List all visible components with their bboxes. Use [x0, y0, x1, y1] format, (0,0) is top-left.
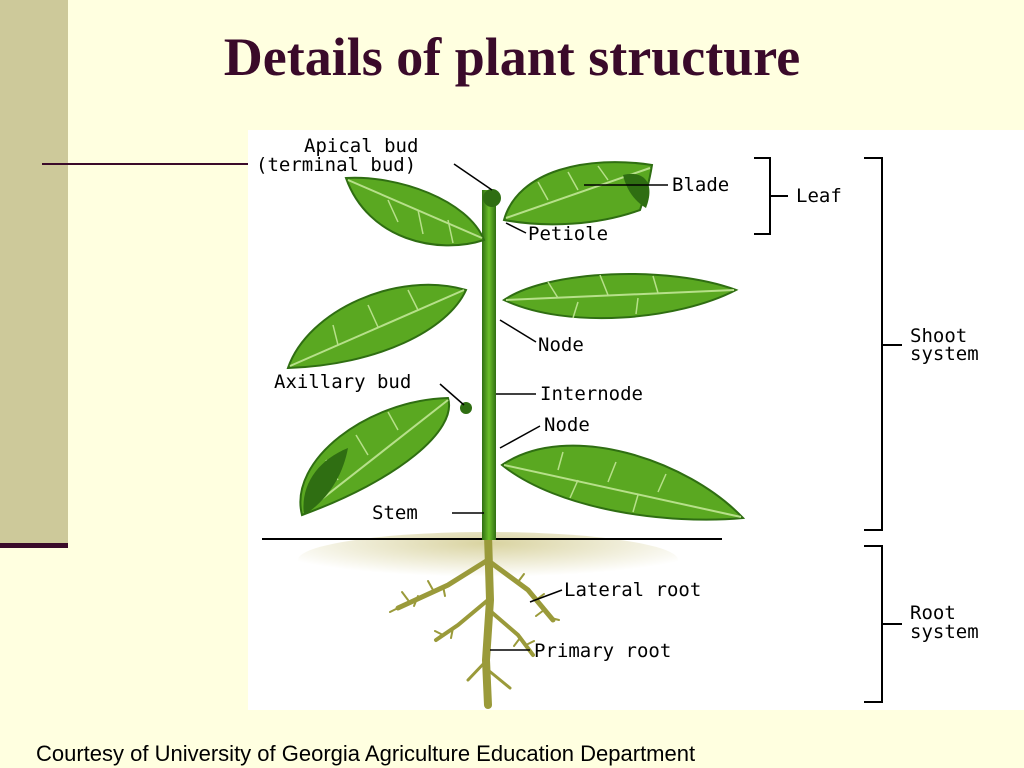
- label-node-lower: Node: [544, 414, 590, 436]
- root-system: [389, 531, 560, 709]
- credit-line: Courtesy of University of Georgia Agricu…: [36, 741, 696, 766]
- label-stem: Stem: [372, 502, 418, 524]
- label-primary-root: Primary root: [534, 640, 671, 662]
- root-system-bracket: [864, 545, 883, 703]
- leaf-top-right: [502, 161, 654, 226]
- label-blade: Blade: [672, 174, 729, 196]
- apical-bud-shape: [483, 189, 501, 207]
- label-shoot-system-line2: system: [910, 343, 979, 365]
- side-accent-rule: [0, 543, 68, 548]
- stem-shape: [482, 190, 496, 540]
- leaf-top-left: [344, 176, 486, 247]
- slide-title: Details of plant structure: [223, 27, 801, 87]
- label-axillary-bud: Axillary bud: [274, 371, 411, 393]
- label-root-system-line2: system: [910, 621, 979, 643]
- brackets: [754, 157, 902, 703]
- leader-lines: [439, 163, 668, 651]
- leaf-bracket: [754, 157, 771, 235]
- diagram-labels: Apical bud (terminal bud) Blade Leaf Pet…: [256, 135, 979, 662]
- leaf-middle-left: [286, 283, 468, 370]
- label-petiole: Petiole: [528, 223, 608, 245]
- label-root-system-line1: Root: [910, 602, 956, 624]
- label-apical-bud-line2: (terminal bud): [256, 154, 416, 176]
- plant-diagram-svg: Apical bud (terminal bud) Blade Leaf Pet…: [256, 135, 979, 709]
- leaves: [286, 161, 746, 521]
- leaf-lower-left: [299, 396, 451, 517]
- label-apical-bud-line1: Apical bud: [304, 135, 418, 157]
- label-shoot-system-line1: Shoot: [910, 325, 967, 347]
- side-accent-bar: [0, 0, 68, 545]
- label-leaf: Leaf: [796, 185, 842, 207]
- label-node-upper: Node: [538, 334, 584, 356]
- shoot-system-bracket: [864, 157, 883, 531]
- label-lateral-root: Lateral root: [564, 579, 701, 601]
- leaf-lower-right: [500, 444, 746, 521]
- plant-diagram: Apical bud (terminal bud) Blade Leaf Pet…: [248, 130, 1024, 710]
- label-internode: Internode: [540, 383, 643, 405]
- leaf-middle-right: [501, 272, 739, 320]
- header-rule: [42, 163, 250, 165]
